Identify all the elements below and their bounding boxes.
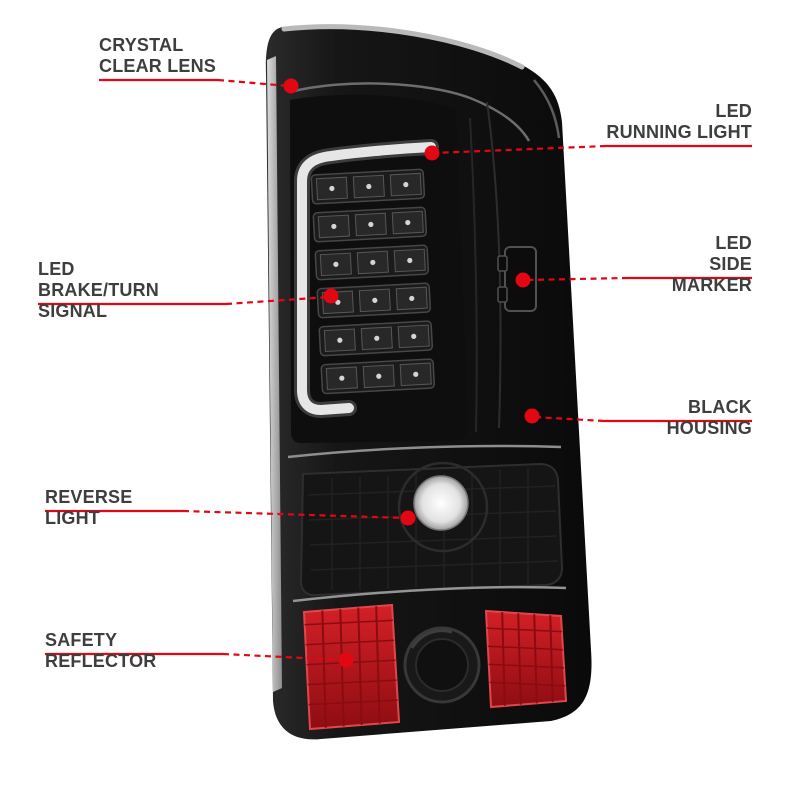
dot-black-housing: [524, 408, 540, 424]
reverse-bulb: [414, 476, 468, 530]
socket-knob: [403, 626, 481, 704]
housing-corner-ridge: [533, 79, 561, 139]
leader-reverse-light: [182, 509, 407, 520]
leader-black-housing: [533, 415, 605, 423]
housing-panel-line: [486, 101, 502, 429]
lens-sheen-line: [289, 82, 531, 142]
safety-reflector-left: [302, 603, 401, 731]
callout-label-led-running-light: LED RUNNING LIGHT: [606, 101, 752, 142]
reverse-light-section: [299, 461, 564, 597]
leader-led-side-marker: [524, 276, 629, 282]
callout-label-led-brake-turn-signal: LED BRAKE/TURN SIGNAL: [38, 259, 159, 321]
callout-label-reverse-light: REVERSE LIGHT: [45, 487, 133, 528]
leader-led-running-light: [433, 144, 607, 155]
dot-led-running-light: [424, 145, 440, 161]
lens-left-edge: [267, 56, 282, 692]
callout-label-black-housing: BLACK HOUSING: [666, 397, 752, 438]
dot-reverse-light: [400, 510, 416, 526]
housing-panel-line-2: [469, 117, 478, 433]
lens-top-edge: [281, 24, 525, 70]
led-light-bar: [297, 142, 436, 416]
tail-light: [265, 24, 592, 740]
dot-led-side-marker: [515, 272, 531, 288]
leader-crystal-clear-lens: [217, 78, 290, 88]
dot-crystal-clear-lens: [283, 78, 299, 94]
led-module-grid: [310, 168, 436, 395]
dot-led-brake-turn-signal: [323, 288, 339, 304]
leader-led-brake-turn-signal: [225, 295, 330, 306]
dot-safety-reflector: [338, 652, 354, 668]
lower-trim-line: [292, 585, 567, 603]
callout-label-crystal-clear-lens: CRYSTAL CLEAR LENS: [99, 35, 217, 76]
upper-trim-line: [287, 444, 562, 459]
callout-label-led-side-marker: LED SIDE MARKER: [671, 233, 752, 295]
callout-lines: [38, 78, 752, 668]
safety-reflector-right: [484, 609, 568, 709]
callout-label-safety-reflector: SAFETY REFLECTOR: [45, 630, 157, 671]
